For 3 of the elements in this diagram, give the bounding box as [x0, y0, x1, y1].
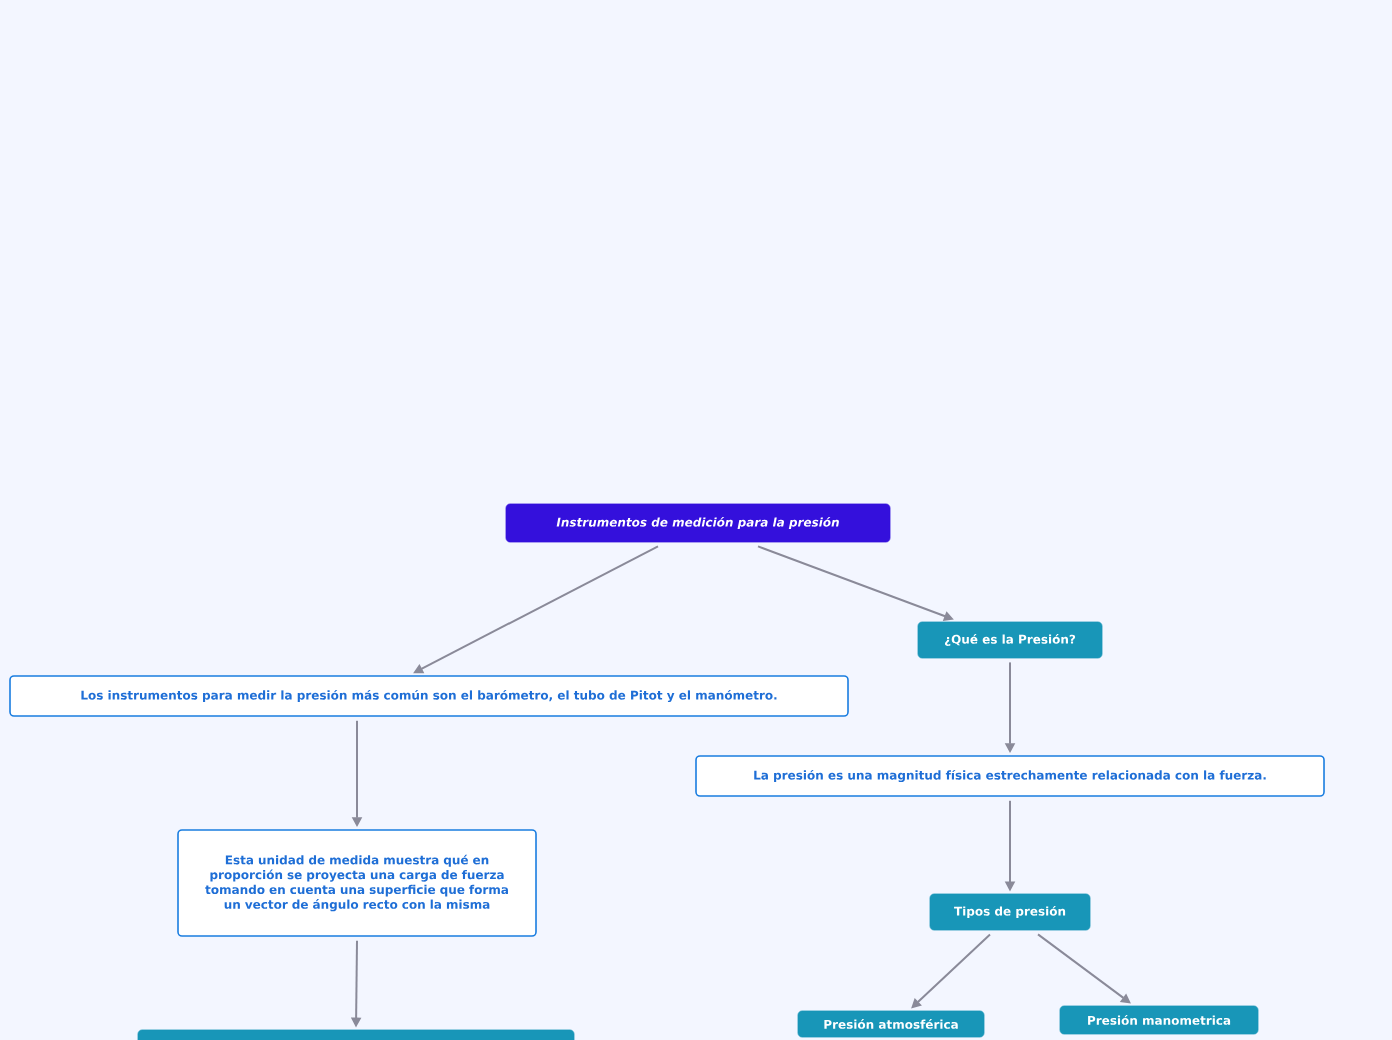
box [137, 1029, 575, 1040]
arrow [1037, 933, 1131, 1004]
arrow [911, 933, 991, 1009]
